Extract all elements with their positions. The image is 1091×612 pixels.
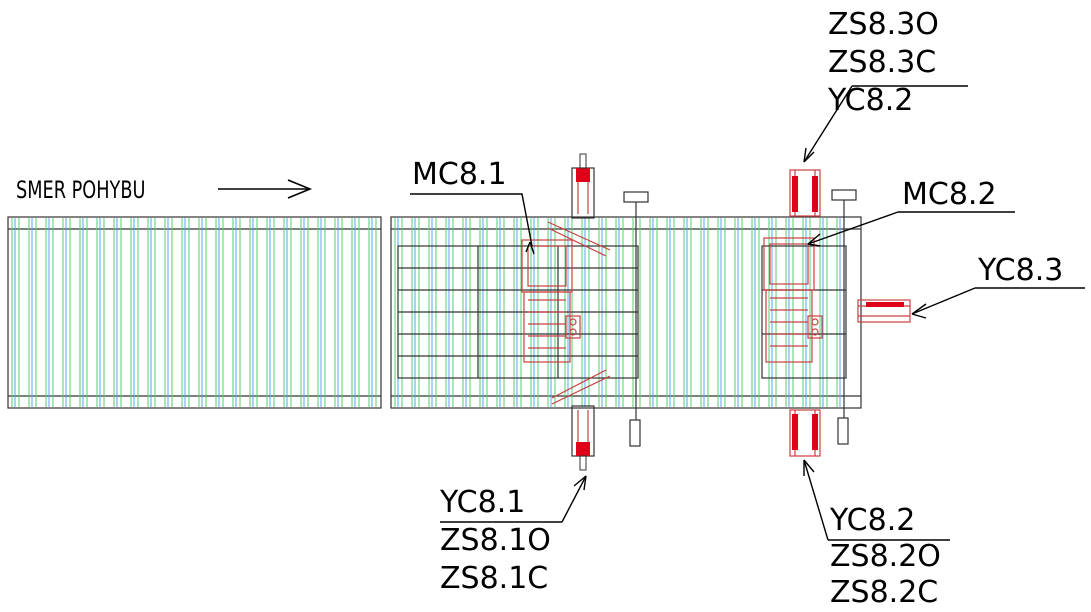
bottom-center-label-1: YC8.1 bbox=[440, 485, 526, 520]
left-conveyor bbox=[7, 216, 382, 409]
station-2-stop-post bbox=[831, 189, 857, 445]
direction-label: SMER POHYBU bbox=[16, 176, 146, 204]
direction-arrow bbox=[218, 179, 313, 199]
bottom-right-label-2: ZS8.2O bbox=[830, 539, 941, 574]
bottom-right-label-1: YC8.2 bbox=[830, 503, 916, 538]
bottom-right-label-3: ZS8.2C bbox=[830, 575, 939, 610]
yc83-label: YC8.3 bbox=[978, 253, 1064, 288]
bottom-center-label-3: ZS8.1C bbox=[440, 561, 549, 596]
station-1-stop-post bbox=[623, 191, 649, 447]
mc81-label: MC8.1 bbox=[412, 157, 507, 192]
bottom-center-label-2: ZS8.1O bbox=[440, 523, 551, 558]
top-right-label-1: ZS8.3O bbox=[828, 7, 939, 42]
leader-lines bbox=[410, 85, 1085, 541]
station-1-actuators bbox=[576, 153, 590, 471]
top-right-label-3: YC8.2 bbox=[828, 83, 914, 118]
mc82-label: MC8.2 bbox=[902, 177, 997, 212]
station-2-actuators bbox=[792, 176, 904, 450]
right-conveyor bbox=[390, 216, 862, 409]
top-right-label-2: ZS8.3C bbox=[828, 45, 937, 80]
